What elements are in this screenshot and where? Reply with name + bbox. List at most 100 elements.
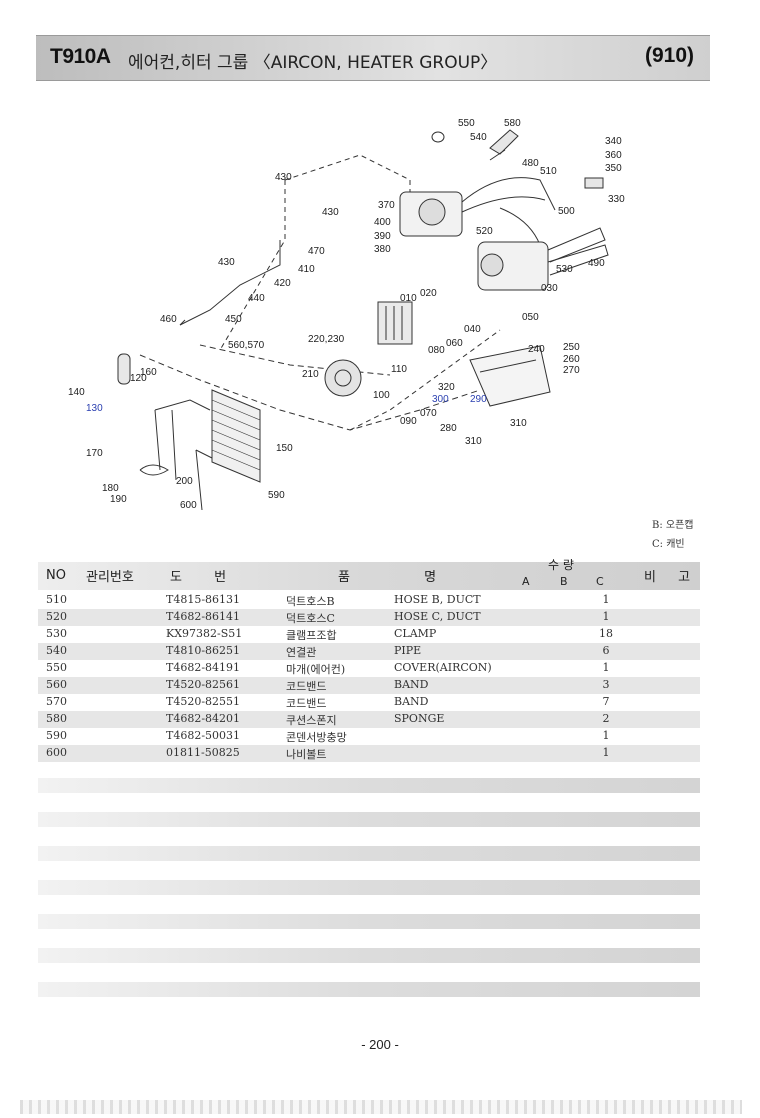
callout-label: 110 [391,364,407,375]
row-part-number: 01811-50825 [166,746,240,759]
callout-label: 070 [420,408,437,419]
callout-label: 140 [68,387,85,398]
callout-label: 040 [464,324,481,335]
callout-label: 090 [400,416,417,427]
col-mgmt-no: 관리번호 [86,570,134,585]
legend: B: 오픈캡 C: 캐빈 [652,516,694,554]
callout-label: 380 [374,244,391,255]
row-qty: 6 [602,644,610,657]
row-no: 550 [46,661,67,674]
callout-label: 010 [400,293,417,304]
callout-label: 410 [298,264,315,275]
row-part-number: T4815-86131 [166,593,241,606]
callout-label: 580 [504,118,521,129]
callout-label: 540 [470,132,487,143]
empty-row-band [38,982,700,997]
row-part-number: T4682-84201 [166,712,241,725]
callout-label: 420 [274,278,291,289]
table-row: 580 T4682-84201 쿠션스폰지 SPONGE 2 [38,711,700,728]
col-qty-c: C [596,575,604,588]
row-name-en: BAND [394,695,429,708]
callout-label: 430 [218,257,235,268]
callout-label: 520 [476,226,493,237]
group-title: 에어컨,히터 그룹 〈AIRCON, HEATER GROUP〉 [128,53,498,73]
callout-label: 060 [446,338,463,349]
table-row: 570 T4520-82551 코드밴드 BAND 7 [38,694,700,711]
table-row: 530 KX97382-S51 클램프조합 CLAMP 18 [38,626,700,643]
callout-label: 350 [605,163,622,174]
callout-label: 400 [374,217,391,228]
callout-label: 310 [465,436,482,447]
page-header: T910A 에어컨,히터 그룹 〈AIRCON, HEATER GROUP〉 (… [36,35,710,81]
callout-label: 320 [438,382,455,393]
col-part-name: 품 명 [338,570,437,585]
row-name-kr: 마개(에어컨) [286,663,346,676]
row-no: 560 [46,678,67,691]
callout-label: 460 [160,314,177,325]
table-row: 600 01811-50825 나비볼트 1 [38,745,700,762]
callout-label: 170 [86,448,103,459]
callout-label: 550 [458,118,475,129]
row-name-en: PIPE [394,644,422,657]
row-no: 580 [46,712,67,725]
parts-table-body: 510 T4815-86131 덕트호스B HOSE B, DUCT 1 520… [38,592,700,762]
callout-label: 600 [180,500,197,511]
row-no: 540 [46,644,67,657]
row-name-en: HOSE B, DUCT [394,593,481,606]
callout-label: 180 [102,483,119,494]
table-row: 560 T4520-82561 코드밴드 BAND 3 [38,677,700,694]
callout-label: 250 [563,342,580,353]
callout-label: 450 [225,314,242,325]
col-qty-a: A [522,575,530,588]
table-row: 510 T4815-86131 덕트호스B HOSE B, DUCT 1 [38,592,700,609]
callout-label: 260 [563,354,580,365]
callout-label: 430 [275,172,292,183]
diagram-canvas: 550 580 540 480 510 340 360 350 330 430 … [68,118,625,511]
callout-label: 100 [373,390,390,401]
row-qty: 1 [602,729,610,742]
callout-label: 080 [428,345,445,356]
row-name-kr: 나비볼트 [286,748,327,761]
row-no: 530 [46,627,67,640]
callout-label: 390 [374,231,391,242]
col-remarks: 비 고 [644,570,691,585]
row-qty: 1 [602,661,610,674]
callout-label: 120 [130,373,147,384]
callout-label: 200 [176,476,193,487]
parts-table-header: NO 관리번호 도 번 품 명 수 량 A B C 비 고 [38,558,700,590]
row-qty: 3 [602,678,610,691]
row-name-kr: 코드밴드 [286,680,327,693]
row-qty: 1 [602,593,610,606]
empty-row-band [38,846,700,861]
row-qty: 2 [602,712,610,725]
table-row: 590 T4682-50031 콘덴서방충망 1 [38,728,700,745]
row-part-number: T4520-82551 [166,695,241,708]
row-qty: 7 [602,695,610,708]
callout-label: 440 [248,293,265,304]
empty-row-band [38,812,700,827]
col-qty-b: B [560,575,568,588]
group-number: (910) [644,44,694,67]
row-name-en: BAND [394,678,429,691]
callout-label: 210 [302,369,319,380]
row-part-number: T4682-50031 [166,729,241,742]
row-qty: 1 [602,746,610,759]
callout-label: 470 [308,246,325,257]
callout-label: 360 [605,150,622,161]
scan-edge-strip [20,1100,742,1114]
row-no: 590 [46,729,67,742]
callout-label: 330 [608,194,625,205]
table-row: 550 T4682-84191 마개(에어컨) COVER(AIRCON) 1 [38,660,700,677]
row-part-number: KX97382-S51 [166,627,243,640]
callout-label: 430 [322,207,339,218]
row-part-number: T4810-86251 [166,644,241,657]
table-row: 540 T4810-86251 연결관 PIPE 6 [38,643,700,660]
callout-label: 280 [440,423,457,434]
empty-row-band [38,880,700,895]
callout-label: 500 [558,206,575,217]
callout-label: 130 [86,403,103,414]
row-name-en: HOSE C, DUCT [394,610,481,623]
callout-label: 480 [522,158,539,169]
row-name-kr: 덕트호스B [286,595,335,608]
row-name-kr: 콘덴서방충망 [286,731,347,744]
